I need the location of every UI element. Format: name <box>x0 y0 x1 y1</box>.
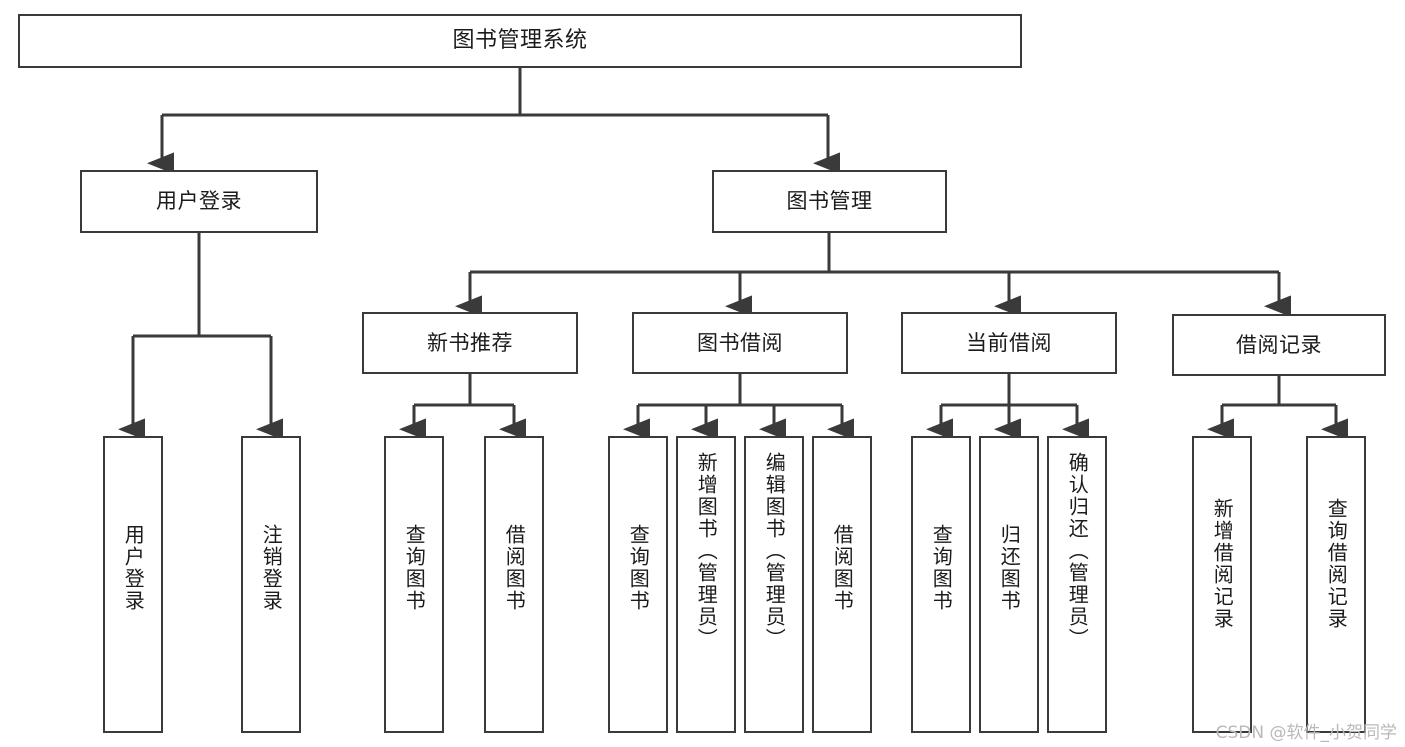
node-user-login[interactable]: 用户登录 <box>80 170 318 233</box>
node-leaf-query-book-2[interactable]: 查询图书 <box>608 436 668 733</box>
node-leaf-edit-book[interactable]: 编辑图书（管理员） <box>744 436 804 733</box>
node-leaf-query-book-1-label: 查询图书 <box>402 524 427 612</box>
node-leaf-confirm-return-label: 确认归还（管理员） <box>1065 452 1090 650</box>
node-leaf-confirm-return[interactable]: 确认归还（管理员） <box>1047 436 1107 733</box>
csdn-watermark: CSDN @软件_小贺同学 <box>1215 723 1397 743</box>
node-leaf-query-record[interactable]: 查询借阅记录 <box>1306 436 1366 733</box>
node-root[interactable]: 图书管理系统 <box>18 14 1022 68</box>
node-leaf-add-record[interactable]: 新增借阅记录 <box>1192 436 1252 733</box>
node-borrow-record[interactable]: 借阅记录 <box>1172 314 1386 376</box>
node-leaf-add-record-label: 新增借阅记录 <box>1210 498 1235 630</box>
node-leaf-logout-label: 注销登录 <box>259 524 284 612</box>
node-leaf-borrow-book-2[interactable]: 借阅图书 <box>812 436 872 733</box>
node-new-book-recommend-label: 新书推荐 <box>427 330 513 355</box>
node-leaf-edit-book-label: 编辑图书（管理员） <box>762 452 787 650</box>
node-leaf-return-book[interactable]: 归还图书 <box>979 436 1039 733</box>
node-current-borrow-label: 当前借阅 <box>966 330 1052 355</box>
node-leaf-query-book-1[interactable]: 查询图书 <box>384 436 444 733</box>
node-book-manage-label: 图书管理 <box>786 189 873 214</box>
node-leaf-query-book-2-label: 查询图书 <box>626 524 651 612</box>
node-leaf-borrow-book-2-label: 借阅图书 <box>830 524 855 612</box>
node-leaf-add-book[interactable]: 新增图书（管理员） <box>676 436 736 733</box>
node-leaf-query-book-3-label: 查询图书 <box>929 524 954 612</box>
node-leaf-borrow-book-1-label: 借阅图书 <box>502 524 527 612</box>
node-book-manage[interactable]: 图书管理 <box>712 170 947 233</box>
node-user-login-label: 用户登录 <box>156 189 242 214</box>
node-book-borrow[interactable]: 图书借阅 <box>632 312 848 374</box>
node-leaf-return-book-label: 归还图书 <box>997 524 1022 612</box>
node-leaf-logout[interactable]: 注销登录 <box>241 436 301 733</box>
node-root-label: 图书管理系统 <box>452 28 588 54</box>
node-leaf-borrow-book-1[interactable]: 借阅图书 <box>484 436 544 733</box>
node-leaf-query-book-3[interactable]: 查询图书 <box>911 436 971 733</box>
node-leaf-user-login-label: 用户登录 <box>121 524 146 612</box>
node-leaf-user-login[interactable]: 用户登录 <box>103 436 163 733</box>
node-current-borrow[interactable]: 当前借阅 <box>901 312 1117 374</box>
node-borrow-record-label: 借阅记录 <box>1236 332 1322 357</box>
node-leaf-add-book-label: 新增图书（管理员） <box>694 452 719 650</box>
node-leaf-query-record-label: 查询借阅记录 <box>1324 498 1349 630</box>
node-book-borrow-label: 图书借阅 <box>697 330 783 355</box>
node-new-book-recommend[interactable]: 新书推荐 <box>362 312 578 374</box>
